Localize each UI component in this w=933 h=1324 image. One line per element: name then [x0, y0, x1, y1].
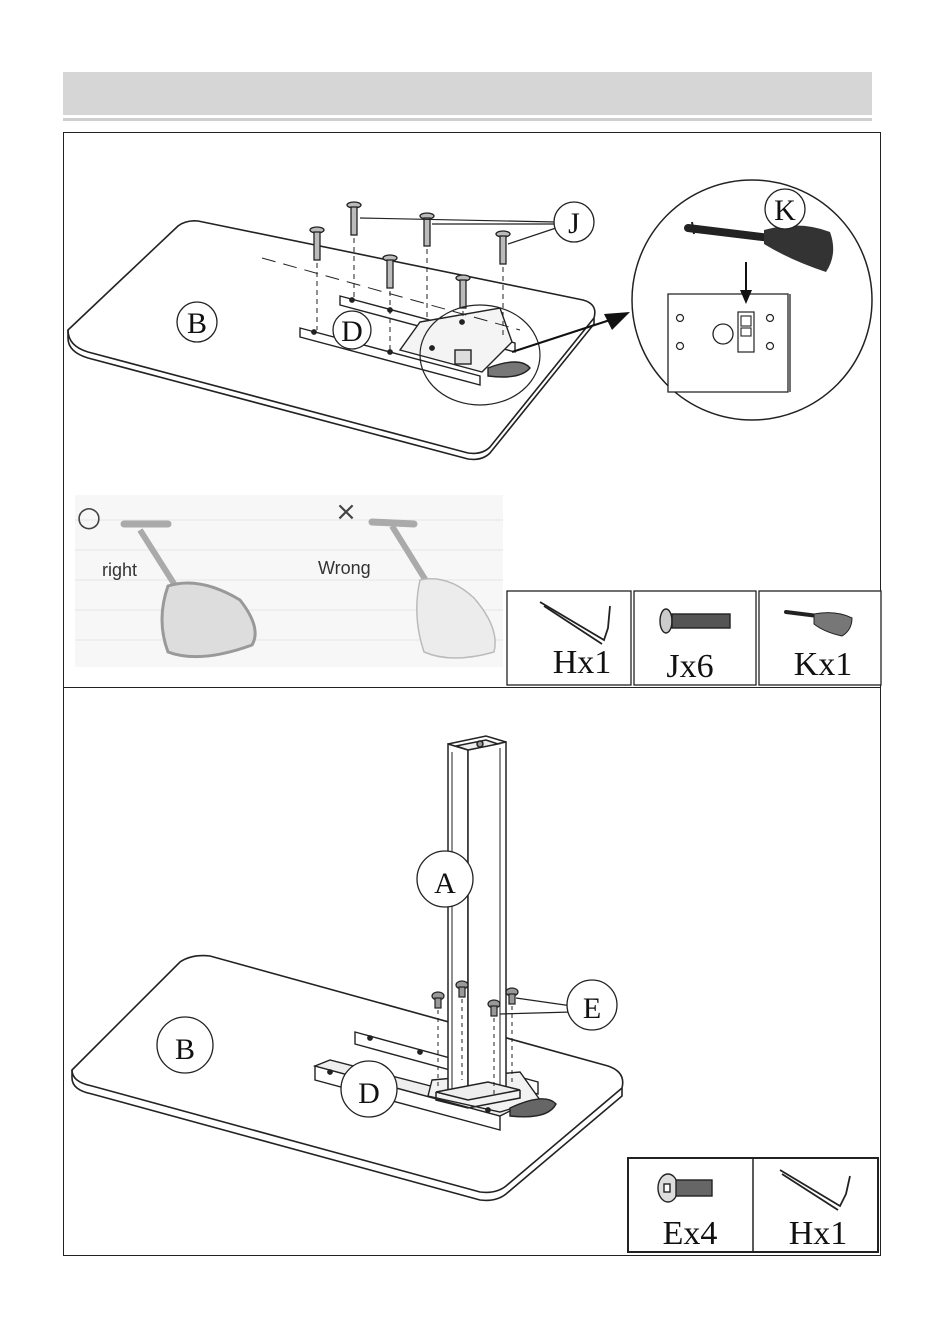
step1-panel: B D J K ○ right: [68, 180, 881, 685]
callout-b-step1: B: [177, 302, 217, 342]
callout-d-step1: D: [333, 311, 371, 349]
svg-text:×: ×: [335, 497, 357, 527]
parts-list-step2: Ex4 Hx1: [628, 1158, 878, 1252]
leader-lines-j: [360, 218, 556, 244]
svg-text:B: B: [187, 307, 207, 340]
screw-j-1: [347, 202, 361, 235]
callout-b-step2: B: [157, 1017, 213, 1073]
bolt-e-4: [506, 988, 518, 1004]
callout-a: A: [417, 851, 473, 907]
svg-text:A: A: [434, 867, 456, 900]
svg-text:Hx1: Hx1: [789, 1215, 848, 1252]
svg-text:right: right: [102, 560, 137, 580]
callout-d-step2: D: [341, 1061, 397, 1117]
svg-text:Kx1: Kx1: [794, 646, 853, 683]
right-wrong-comparison: ○ right × Wrong: [75, 495, 503, 667]
svg-text:D: D: [341, 315, 363, 348]
callout-j: J: [554, 202, 594, 242]
svg-text:J: J: [568, 207, 580, 240]
svg-text:Jx6: Jx6: [666, 648, 713, 685]
parts-list-step1: Hx1 Jx6 Kx1: [507, 591, 881, 685]
svg-text:B: B: [175, 1033, 195, 1066]
svg-text:Wrong: Wrong: [318, 558, 371, 578]
svg-text:Hx1: Hx1: [553, 644, 612, 681]
screw-j-2: [420, 213, 434, 246]
callout-k: K: [765, 189, 805, 229]
step2-panel: A B D E Ex4 Hx: [72, 736, 878, 1252]
svg-text:D: D: [358, 1077, 380, 1110]
bolt-e-1: [432, 992, 444, 1008]
svg-text:E: E: [583, 992, 601, 1025]
detail-circle: [632, 180, 872, 420]
screw-j-3: [496, 231, 510, 264]
svg-text:K: K: [774, 194, 796, 227]
svg-text:Ex4: Ex4: [663, 1215, 718, 1252]
callout-e: E: [567, 980, 617, 1030]
svg-text:○: ○: [77, 500, 101, 533]
